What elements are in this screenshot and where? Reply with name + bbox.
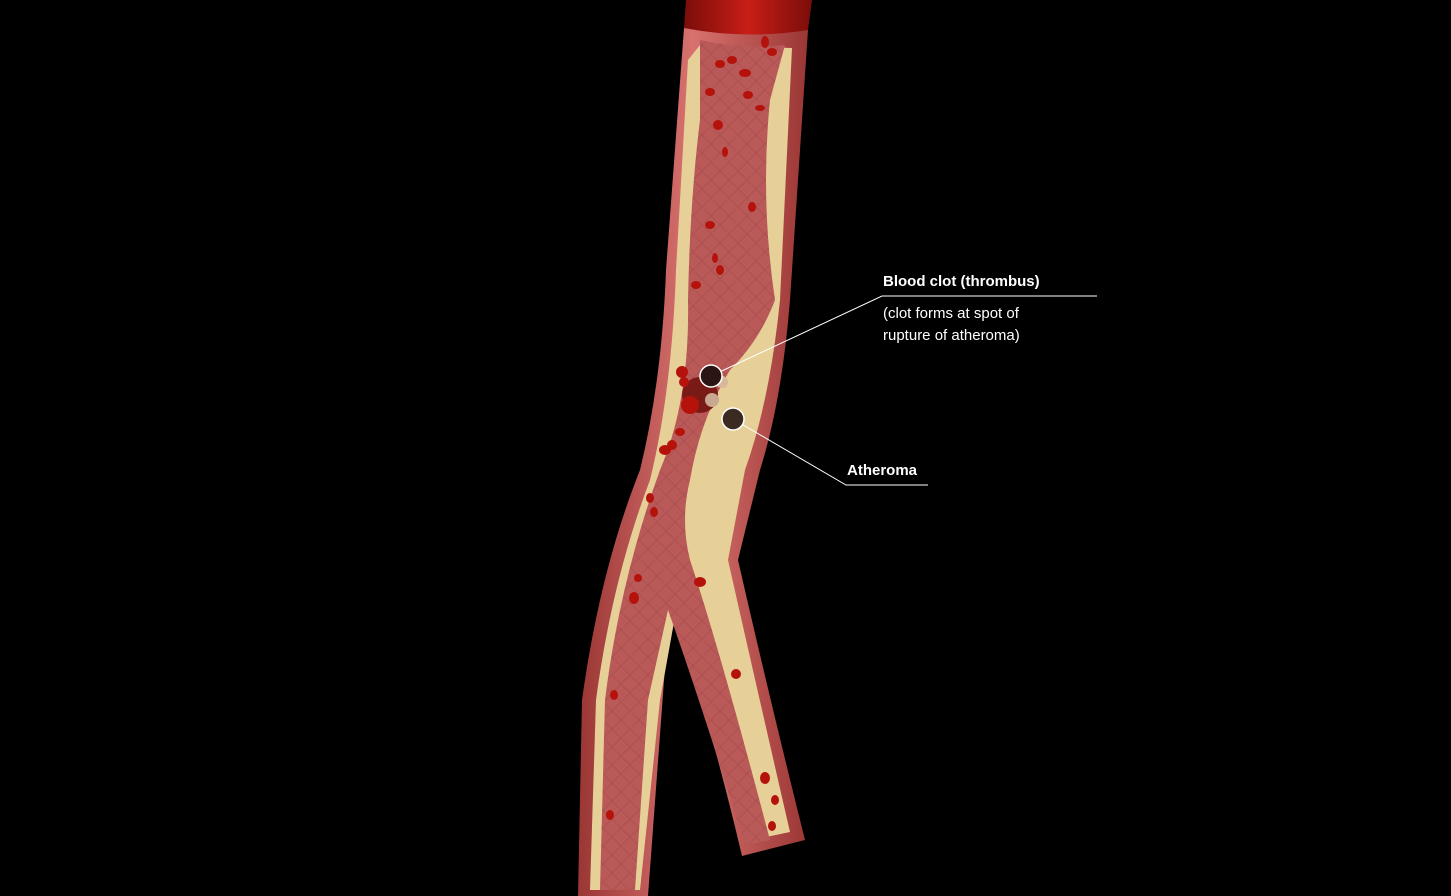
thrombus-label-title: Blood clot (thrombus) bbox=[883, 273, 1040, 290]
atheroma-leader-line bbox=[732, 418, 928, 486]
thrombus-marker bbox=[699, 364, 723, 388]
thrombus-description-line-1: (clot forms at spot of bbox=[883, 305, 1019, 322]
vessel-lumen bbox=[600, 40, 785, 890]
thrombus-label-description: (clot forms at spot of rupture of athero… bbox=[883, 303, 1020, 347]
red-blood-cells bbox=[606, 36, 779, 831]
thrombus-leader-line bbox=[710, 295, 1097, 377]
thrombus-description-line-2: rupture of atheroma) bbox=[883, 327, 1020, 344]
vessel-cut-end bbox=[684, 0, 812, 38]
atheroma-marker bbox=[721, 407, 745, 431]
atheroma-label-title: Atheroma bbox=[847, 462, 918, 479]
